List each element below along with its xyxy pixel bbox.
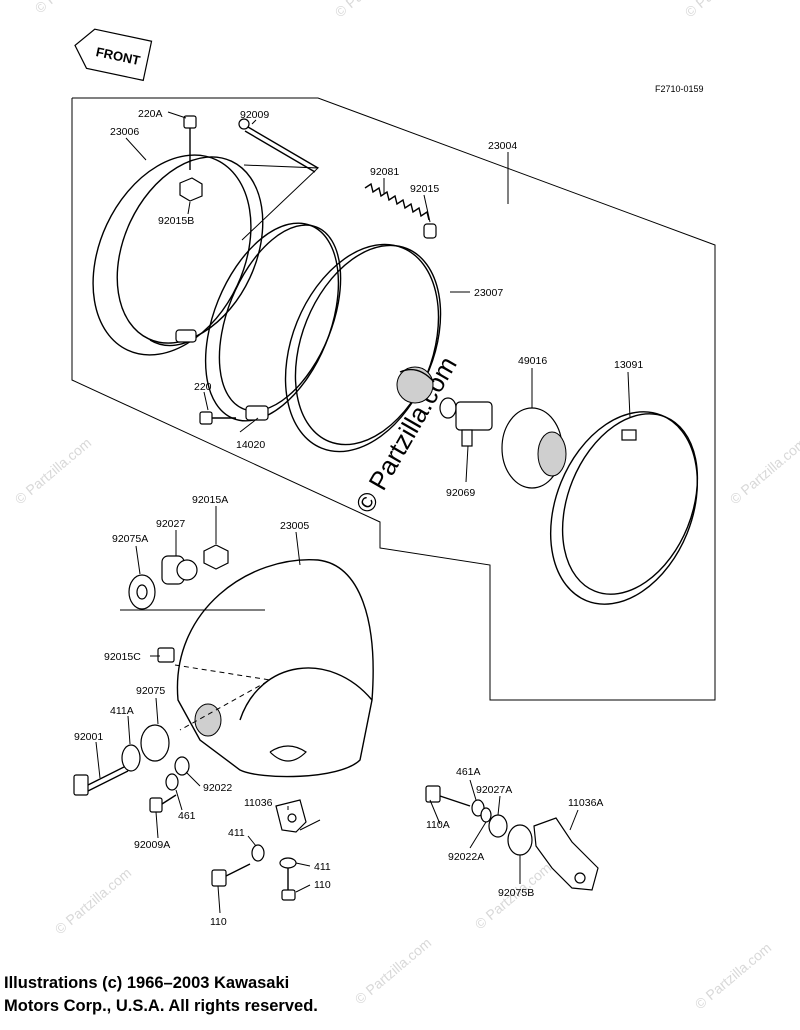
callout-92022: 92022 [203, 782, 232, 794]
collar-92022 [174, 756, 190, 776]
part-callouts: 220A 92009 23006 92081 92015 23004 92015… [74, 108, 643, 928]
watermark: © Partzilla.com [692, 939, 775, 1012]
watermark: © Partzilla.com [727, 434, 800, 507]
watermark: © Partzilla.com [682, 0, 765, 20]
callout-49016: 49016 [518, 355, 547, 367]
callout-110-left: 110 [210, 916, 227, 928]
washer-411 [251, 844, 265, 862]
callout-11036: 11036 [244, 797, 273, 809]
callout-110A: 110A [426, 819, 450, 831]
bracket-11036A [533, 817, 599, 891]
callout-411-right: 411 [314, 861, 331, 873]
collar-92022A [480, 807, 492, 823]
grommet-92075A [128, 574, 156, 610]
callout-14020: 14020 [236, 439, 265, 451]
callout-23007: 23007 [474, 287, 503, 299]
callout-23006: 23006 [110, 126, 139, 138]
callout-92022A: 92022A [448, 851, 484, 863]
callout-92027A: 92027A [476, 784, 512, 796]
bolt-110A [425, 785, 471, 807]
headlight-housing-23005 [174, 559, 374, 778]
screw-92009A [149, 794, 177, 813]
callout-461A: 461A [456, 766, 481, 778]
callout-11036A: 11036A [568, 797, 603, 809]
front-arrow-badge: FRONT [74, 28, 153, 82]
socket-49016 [501, 407, 567, 489]
collar-92027 [161, 555, 198, 585]
bolt-110-right [281, 868, 296, 901]
watermark: © Partzilla.com [32, 0, 115, 16]
spring-92081 [364, 182, 437, 239]
long-screw-92009 [238, 118, 319, 173]
mounting-ring-14020 [204, 222, 342, 422]
callout-92015: 92015 [410, 183, 439, 195]
callout-220A: 220A [138, 108, 163, 120]
callout-92009: 92009 [240, 109, 269, 121]
callout-110-right: 110 [314, 879, 331, 891]
ring-13091 [549, 411, 699, 605]
bolt-110-left [211, 863, 251, 887]
callout-92015A: 92015A [192, 494, 228, 506]
callout-92075: 92075 [136, 685, 165, 697]
washer-411-right [279, 857, 297, 869]
callout-92001: 92001 [74, 731, 103, 743]
callout-92069: 92069 [446, 487, 475, 499]
bulb-92069 [439, 397, 493, 447]
callout-92015B: 92015B [158, 215, 194, 227]
washer-461 [165, 773, 179, 791]
watermark: © Partzilla.com [332, 0, 415, 20]
copyright-line-1: Illustrations (c) 1966–2003 Kawasaki [4, 974, 290, 992]
callout-92009A: 92009A [134, 839, 170, 851]
callout-92081: 92081 [370, 166, 399, 178]
front-arrow-icon [74, 28, 153, 82]
callout-92075B: 92075B [498, 887, 534, 899]
grommet-92075 [140, 724, 170, 762]
grommet-92075B [507, 824, 533, 856]
leader-lines [95, 111, 631, 914]
screw-220A [183, 115, 197, 170]
callout-23004: 23004 [488, 140, 517, 152]
figure-code: F2710-0159 [655, 84, 704, 94]
copyright-notice: Illustrations (c) 1966–2003 Kawasaki Mot… [4, 972, 464, 1018]
callout-411-left: 411 [228, 827, 245, 839]
nut-92015A [203, 544, 229, 570]
watermark: © Partzilla.com [52, 864, 135, 937]
callout-220: 220 [194, 381, 212, 393]
nut-92015C [157, 647, 175, 663]
nut-92015B [179, 177, 203, 202]
callout-92027: 92027 [156, 518, 185, 530]
callout-13091: 13091 [614, 359, 643, 371]
assembly-outline-23004 [71, 97, 716, 701]
collar-92027A [488, 814, 508, 838]
sealed-beam-23007 [284, 243, 442, 453]
watermarks: © Partzilla.com © Partzilla.com © Partzi… [12, 0, 800, 1012]
bolt-92001 [73, 764, 129, 796]
washer-411A [121, 744, 141, 772]
bracket-11036 [275, 799, 321, 833]
callout-92015C: 92015C [104, 651, 141, 663]
watermark: © Partzilla.com [12, 434, 95, 507]
copyright-line-2: Motors Corp., U.S.A. All rights reserved… [4, 997, 318, 1015]
callout-23005: 23005 [280, 520, 309, 532]
callout-92075A: 92075A [112, 533, 148, 545]
callout-411A: 411A [110, 705, 134, 717]
screw-220 [199, 411, 236, 425]
callout-461: 461 [178, 810, 196, 822]
